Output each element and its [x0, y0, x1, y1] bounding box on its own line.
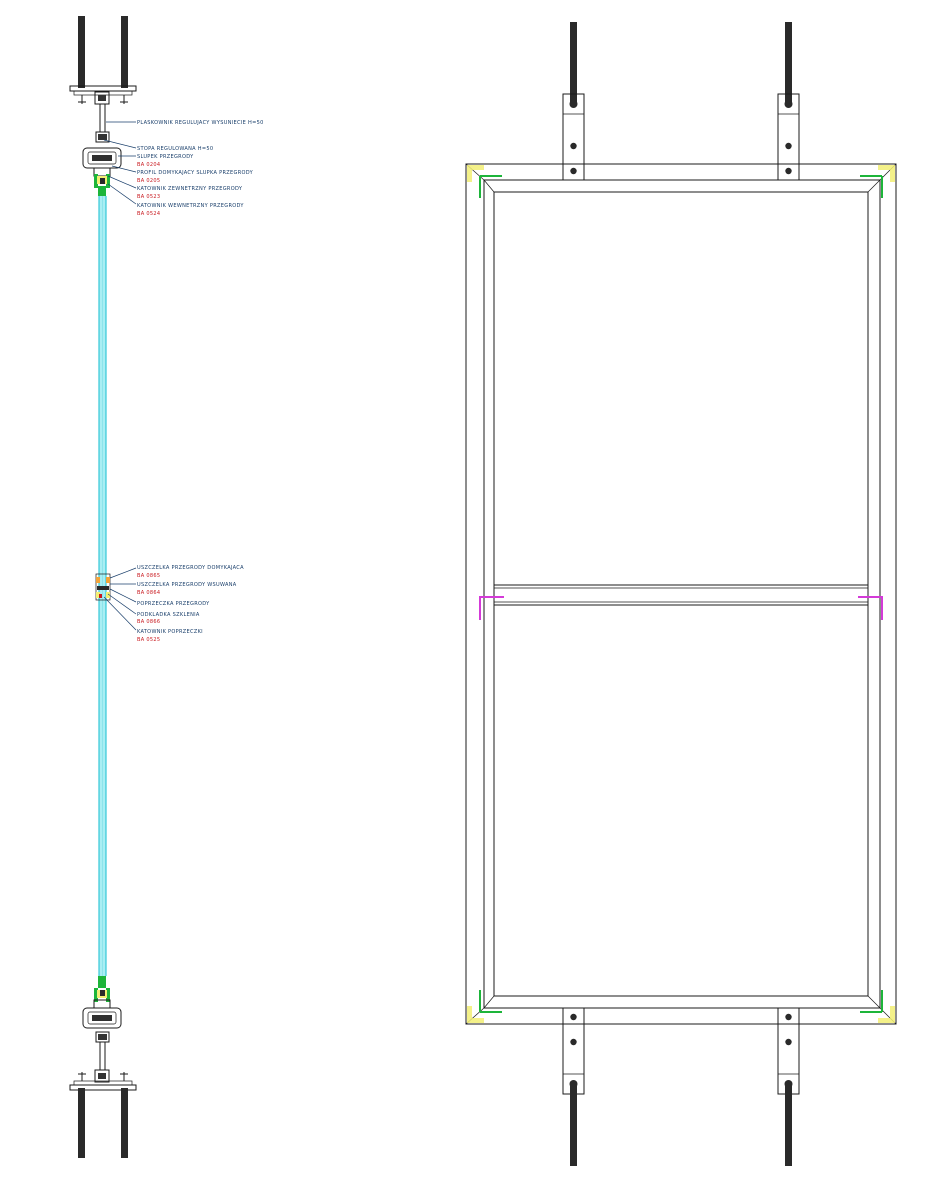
- bottom-post-profile: [82, 976, 122, 1029]
- outer-frame: [465, 163, 897, 1025]
- annotation-code: BA 0524: [137, 211, 160, 217]
- annotation-code: BA 0866: [137, 619, 160, 625]
- annotation-label: KATOWNIK POPRZECZKI: [137, 629, 203, 635]
- bottom-threaded-rods: [78, 1088, 128, 1158]
- top-annotations: PLASKOWNIK REGULUJACY WYSUNIECIE H=50 ST…: [137, 120, 264, 217]
- elevation-view: [465, 22, 897, 1166]
- bottom-hanger-left: [562, 1007, 585, 1166]
- top-hanger-left: [562, 22, 585, 181]
- annotation-label: SLUPEK PRZEGRODY: [137, 154, 194, 160]
- annotation-label: PROFIL DOMYKAJACY SLUPKA PRZEGRODY: [137, 170, 254, 176]
- section-view: PLASKOWNIK REGULUJACY WYSUNIECIE H=50 ST…: [69, 16, 264, 1158]
- bottom-hanger-right: [777, 1007, 800, 1166]
- corner-brackets: [467, 165, 895, 1023]
- annotation-code: BA 0865: [137, 573, 160, 579]
- bottom-base-plate: [69, 1072, 137, 1091]
- top-hanger-right: [777, 22, 800, 181]
- annotation-label: POPRZECZKA PRZEGRODY: [137, 601, 210, 607]
- top-threaded-rods: [78, 16, 128, 88]
- annotation-label: KATOWNIK ZEWNETRZNY PRZEGRODY: [137, 186, 243, 192]
- annotation-label: USZCZELKA PRZEGRODY DOMYKAJACA: [137, 565, 244, 571]
- annotation-label: PODKLADKA SZKLENIA: [137, 612, 200, 618]
- middle-annotations: USZCZELKA PRZEGRODY DOMYKAJACA BA 0865 U…: [137, 565, 244, 643]
- annotation-code: BA 0205: [137, 178, 160, 184]
- annotation-code: BA 0204: [137, 162, 160, 168]
- annotation-code: BA 0523: [137, 194, 160, 200]
- annotation-label: STOPA REGULOWANA H=50: [137, 146, 213, 152]
- leader-lines: [103, 121, 137, 631]
- annotation-label: KATOWNIK WEWNETRZNY PRZEGRODY: [137, 203, 244, 209]
- annotation-label: USZCZELKA PRZEGRODY WSUWANA: [137, 582, 237, 588]
- transom: [479, 584, 883, 620]
- annotation-label: PLASKOWNIK REGULUJACY WYSUNIECIE H=50: [137, 120, 264, 126]
- bottom-adjuster: [94, 1031, 110, 1083]
- transom-section: [95, 573, 111, 601]
- top-post-profile: [82, 147, 122, 196]
- annotation-code: BA 0525: [137, 637, 160, 643]
- annotation-code: BA 0864: [137, 590, 160, 596]
- top-adjuster: [94, 91, 110, 143]
